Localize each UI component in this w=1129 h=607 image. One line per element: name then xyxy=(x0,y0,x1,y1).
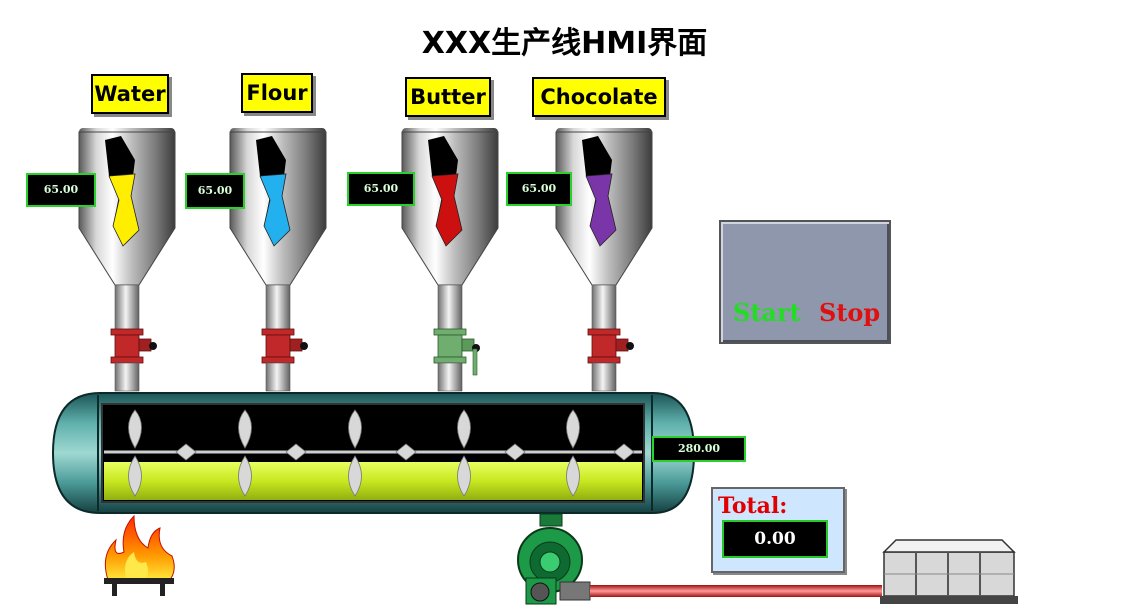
burner-flame-icon xyxy=(104,514,175,596)
valve-flour[interactable] xyxy=(261,328,308,392)
hopper-water xyxy=(78,128,176,331)
output-container-icon xyxy=(880,539,1018,604)
total-label: Total: xyxy=(718,493,788,519)
mixing-tank xyxy=(51,392,696,514)
start-stop-panel: Start Stop xyxy=(719,220,891,344)
hopper-readout-water: 65.00 xyxy=(26,173,96,207)
hopper-readout-chocolate: 65.00 xyxy=(506,172,572,206)
total-panel: Total: 0.00 xyxy=(711,487,845,573)
hopper-chocolate xyxy=(555,128,653,331)
hopper-label-chocolate: Chocolate xyxy=(532,77,666,117)
agitator xyxy=(128,409,635,497)
total-value: 0.00 xyxy=(722,520,828,558)
hopper-label-water: Water xyxy=(91,74,169,114)
start-label[interactable]: Start xyxy=(733,298,801,327)
stop-label[interactable]: Stop xyxy=(819,298,881,327)
valve-chocolate[interactable] xyxy=(587,328,634,392)
valve-water[interactable] xyxy=(110,328,157,392)
hopper-label-butter: Butter xyxy=(405,77,491,117)
tank-readout: 280.00 xyxy=(652,436,746,462)
page-title: XXX生产线HMI界面 xyxy=(421,26,708,61)
pump-icon xyxy=(517,513,591,605)
valve-butter[interactable] xyxy=(433,328,480,392)
hopper-readout-butter: 65.00 xyxy=(347,172,415,206)
hopper-flour xyxy=(229,128,327,331)
hopper-butter xyxy=(401,128,499,331)
discharge-pipe xyxy=(590,585,882,597)
hopper-label-flour: Flour xyxy=(241,73,313,113)
hopper-readout-flour: 65.00 xyxy=(185,173,245,209)
